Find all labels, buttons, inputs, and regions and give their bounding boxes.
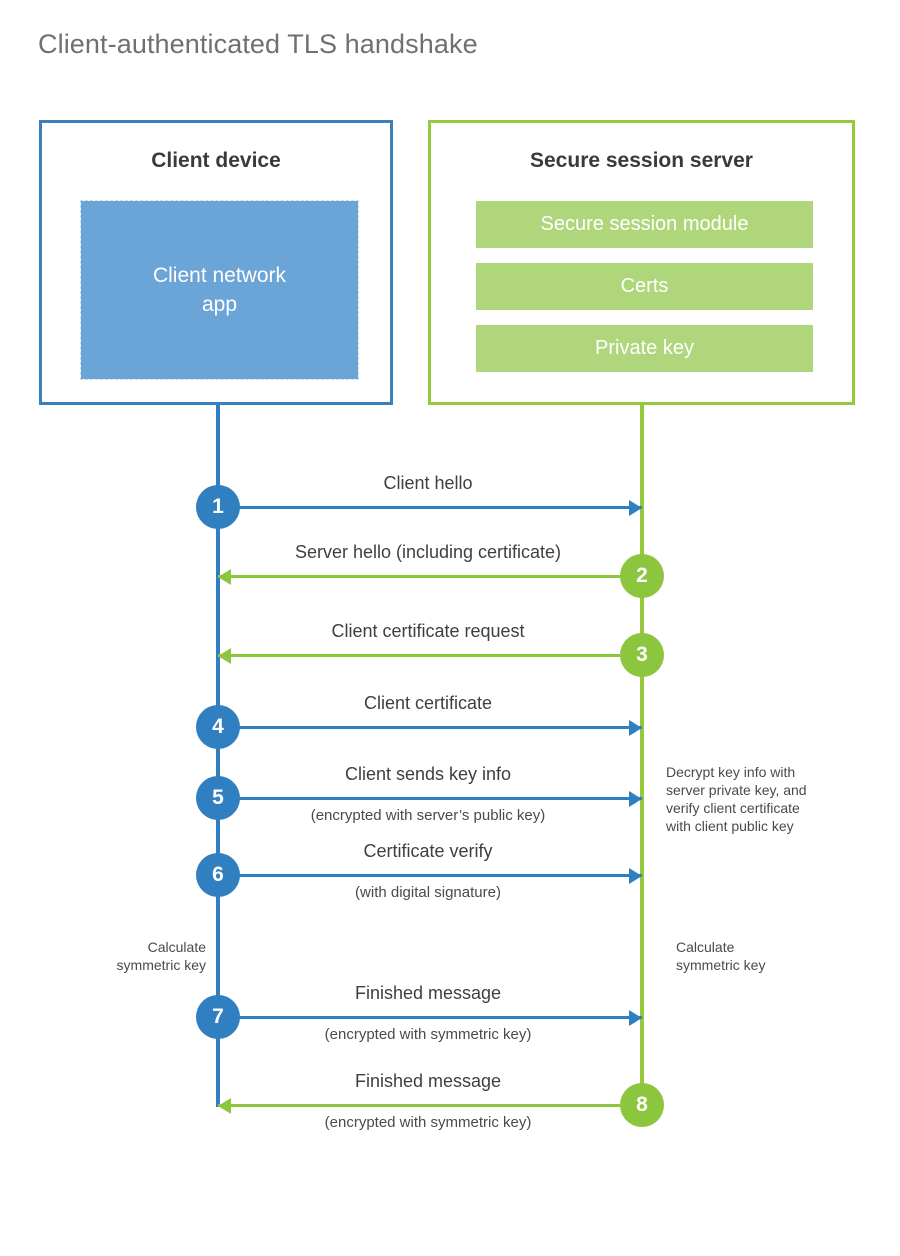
message-line-6 — [218, 874, 642, 877]
message-sublabel-5: (encrypted with server’s public key) — [310, 807, 546, 824]
message-arrowhead-8 — [218, 1098, 231, 1114]
message-arrowhead-6 — [629, 868, 642, 884]
message-label-7: Finished message — [354, 983, 502, 1003]
message-arrowhead-3 — [218, 648, 231, 664]
page-title: Client-authenticated TLS handshake — [38, 29, 478, 59]
message-line-8 — [218, 1104, 642, 1107]
secure-session-server-box: Secure session server Secure session mod… — [428, 120, 855, 405]
message-sublabel-8: (encrypted with symmetric key) — [324, 1114, 532, 1131]
client-network-app-block: Client network app — [80, 200, 359, 380]
client-lifeline — [216, 405, 220, 1107]
client-calculate-symmetric-key-note: Calculate symmetric key — [116, 939, 206, 973]
step-circle-8[interactable]: 8 — [620, 1083, 664, 1127]
message-label-2: Server hello (including certificate) — [294, 542, 562, 562]
step-circle-4[interactable]: 4 — [196, 705, 240, 749]
step-circle-5[interactable]: 5 — [196, 776, 240, 820]
message-arrowhead-4 — [629, 720, 642, 736]
message-line-1 — [218, 506, 642, 509]
secure-session-server-title: Secure session server — [530, 149, 753, 172]
message-sublabel-7: (encrypted with symmetric key) — [324, 1026, 532, 1043]
client-device-title: Client device — [151, 149, 281, 172]
message-arrowhead-7 — [629, 1010, 642, 1026]
message-sublabel-6: (with digital signature) — [355, 884, 501, 901]
message-arrowhead-2 — [218, 569, 231, 585]
message-label-5: Client sends key info — [344, 764, 512, 784]
server-block-certs: Certs — [476, 263, 813, 310]
message-label-1: Client hello — [383, 473, 473, 493]
client-device-box: Client device Client network app — [39, 120, 393, 405]
server-block-secure-session-module: Secure session module — [476, 201, 813, 248]
message-line-3 — [218, 654, 642, 657]
step-circle-3[interactable]: 3 — [620, 633, 664, 677]
message-label-8: Finished message — [354, 1071, 502, 1091]
message-line-4 — [218, 726, 642, 729]
server-lifeline — [640, 405, 644, 1107]
message-label-3: Client certificate request — [331, 621, 525, 641]
step-circle-7[interactable]: 7 — [196, 995, 240, 1039]
server-calculate-symmetric-key-note: Calculate symmetric key — [676, 939, 766, 973]
message-label-6: Certificate verify — [363, 841, 493, 861]
message-arrowhead-5 — [629, 791, 642, 807]
message-line-5 — [218, 797, 642, 800]
message-arrowhead-1 — [629, 500, 642, 516]
step-circle-6[interactable]: 6 — [196, 853, 240, 897]
server-decrypt-note: Decrypt key info with server private key… — [666, 764, 807, 834]
message-label-4: Client certificate — [363, 693, 493, 713]
step-circle-2[interactable]: 2 — [620, 554, 664, 598]
step-circle-1[interactable]: 1 — [196, 485, 240, 529]
message-line-7 — [218, 1016, 642, 1019]
message-line-2 — [218, 575, 642, 578]
server-block-private-key: Private key — [476, 325, 813, 372]
